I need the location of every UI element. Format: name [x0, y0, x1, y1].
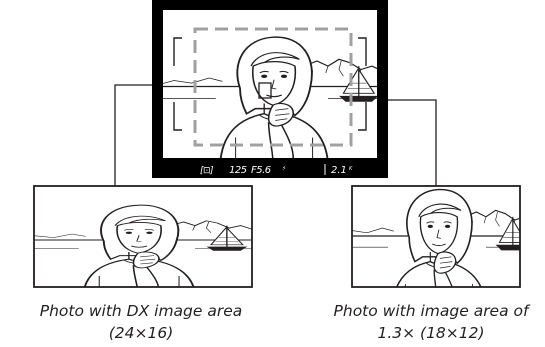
photo-dx [13, 186, 266, 294]
exposure-compensation-readout: 2.1 [331, 165, 347, 176]
flash-ready-icon: ⚡ [282, 165, 286, 172]
caption-dx-line2: (24×16) [0, 322, 282, 344]
caption-13x-image-area: Photo with image area of 1.3× (18×12) [318, 300, 544, 344]
caption-13x-line1: Photo with image area of [318, 300, 544, 322]
photo-crop-13x [332, 186, 545, 308]
viewfinder: [⊡] 125 F5.6 ⚡ 2.1 K [152, 0, 396, 178]
caption-dx-line1: Photo with DX image area [0, 300, 282, 322]
caption-13x-line2: 1.3× (18×12) [318, 322, 544, 344]
caption-dx-image-area: Photo with DX image area (24×16) [0, 300, 282, 344]
aperture-readout: F5.6 [251, 165, 271, 176]
metering-icon: [⊡] [200, 166, 214, 176]
shutter-speed-readout: 125 [229, 165, 247, 176]
